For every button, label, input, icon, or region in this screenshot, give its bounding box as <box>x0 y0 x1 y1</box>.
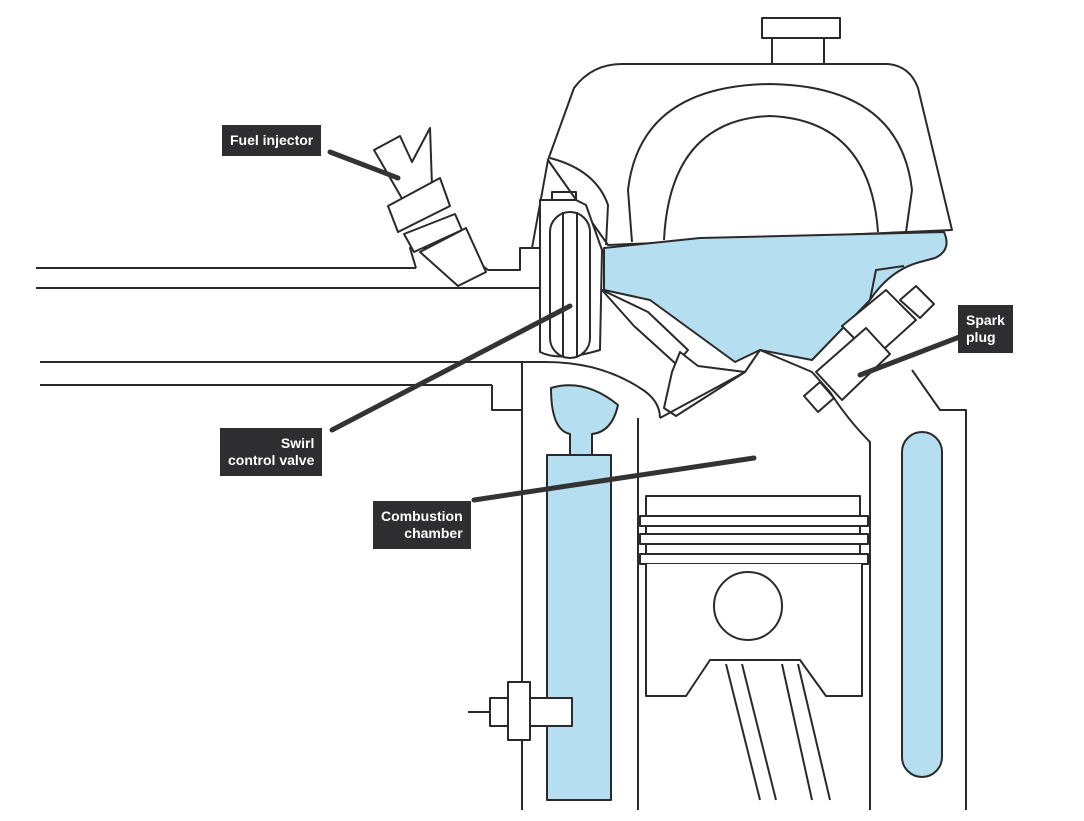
injector-boss <box>409 247 540 271</box>
leader-fuel-injector <box>327 149 401 181</box>
label-spark-line-1: Spark <box>966 312 1005 328</box>
piston-crown <box>645 495 861 517</box>
intake-valve <box>601 289 746 417</box>
fuel-injector-part <box>373 127 487 287</box>
rod-left-inner <box>741 663 777 801</box>
cam-cover <box>547 63 953 246</box>
cylinder-head <box>531 17 953 249</box>
swirl-control-valve-part <box>539 191 603 359</box>
sensor-nut <box>507 681 531 741</box>
plug-terminal <box>899 285 935 319</box>
block-intake-side <box>545 361 661 419</box>
gudgeon-pin <box>713 571 783 641</box>
piston-ring-3 <box>639 553 869 565</box>
label-swirl-line-2: control valve <box>228 452 315 468</box>
combustion-chamber-roof <box>659 349 871 810</box>
piston-ring-land-2 <box>645 543 861 555</box>
valve-flap <box>549 211 591 359</box>
injector-ring <box>387 177 451 233</box>
cam-housing-outer <box>627 83 913 243</box>
rod-right-outer <box>797 663 831 801</box>
leader-swirl-control-valve <box>329 303 573 433</box>
leader-spark-plug <box>857 333 965 378</box>
piston-ring-2 <box>639 533 869 545</box>
plug-hex <box>815 327 891 401</box>
coolant-block-right <box>901 431 943 778</box>
coolant-head <box>603 231 948 363</box>
label-fuel-injector-line-1: Fuel injector <box>230 132 314 148</box>
valve-head <box>663 351 746 417</box>
engine-block <box>521 265 967 810</box>
label-spark-line-2: plug <box>966 329 996 345</box>
leader-combustion-chamber <box>471 455 757 503</box>
block-right-wall <box>911 369 967 810</box>
piston <box>639 495 869 697</box>
label-swirl-control-valve: Swirl control valve <box>220 428 323 476</box>
label-spark-plug: Spark plug <box>958 305 1013 353</box>
oil-filler-neck <box>771 37 825 65</box>
coolant-passages <box>546 231 948 801</box>
block-right-edge <box>869 265 905 301</box>
rod-left-outer <box>725 663 761 801</box>
head-inner-left <box>549 157 609 246</box>
manifold-flange <box>491 362 523 411</box>
coolant-sensor <box>468 681 573 741</box>
piston-ring-1 <box>639 515 869 527</box>
cam-housing-inner <box>663 115 879 241</box>
rod-right-inner <box>781 663 813 801</box>
coolant-upper-passage <box>550 384 619 456</box>
injector-nozzle <box>419 227 487 287</box>
label-fuel-injector: Fuel injector <box>222 125 322 156</box>
label-combustion-line-2: chamber <box>404 525 463 541</box>
label-swirl-line-1: Swirl <box>280 435 315 451</box>
connecting-rod <box>725 663 831 801</box>
piston-ring-land <box>645 525 861 535</box>
valve-cap <box>551 191 577 200</box>
label-combustion-chamber: Combustion chamber <box>373 501 471 549</box>
oil-filler-cap <box>761 17 841 39</box>
label-combustion-line-1: Combustion <box>381 508 463 524</box>
spark-plug-part <box>803 285 935 413</box>
coolant-block-left <box>546 454 612 801</box>
